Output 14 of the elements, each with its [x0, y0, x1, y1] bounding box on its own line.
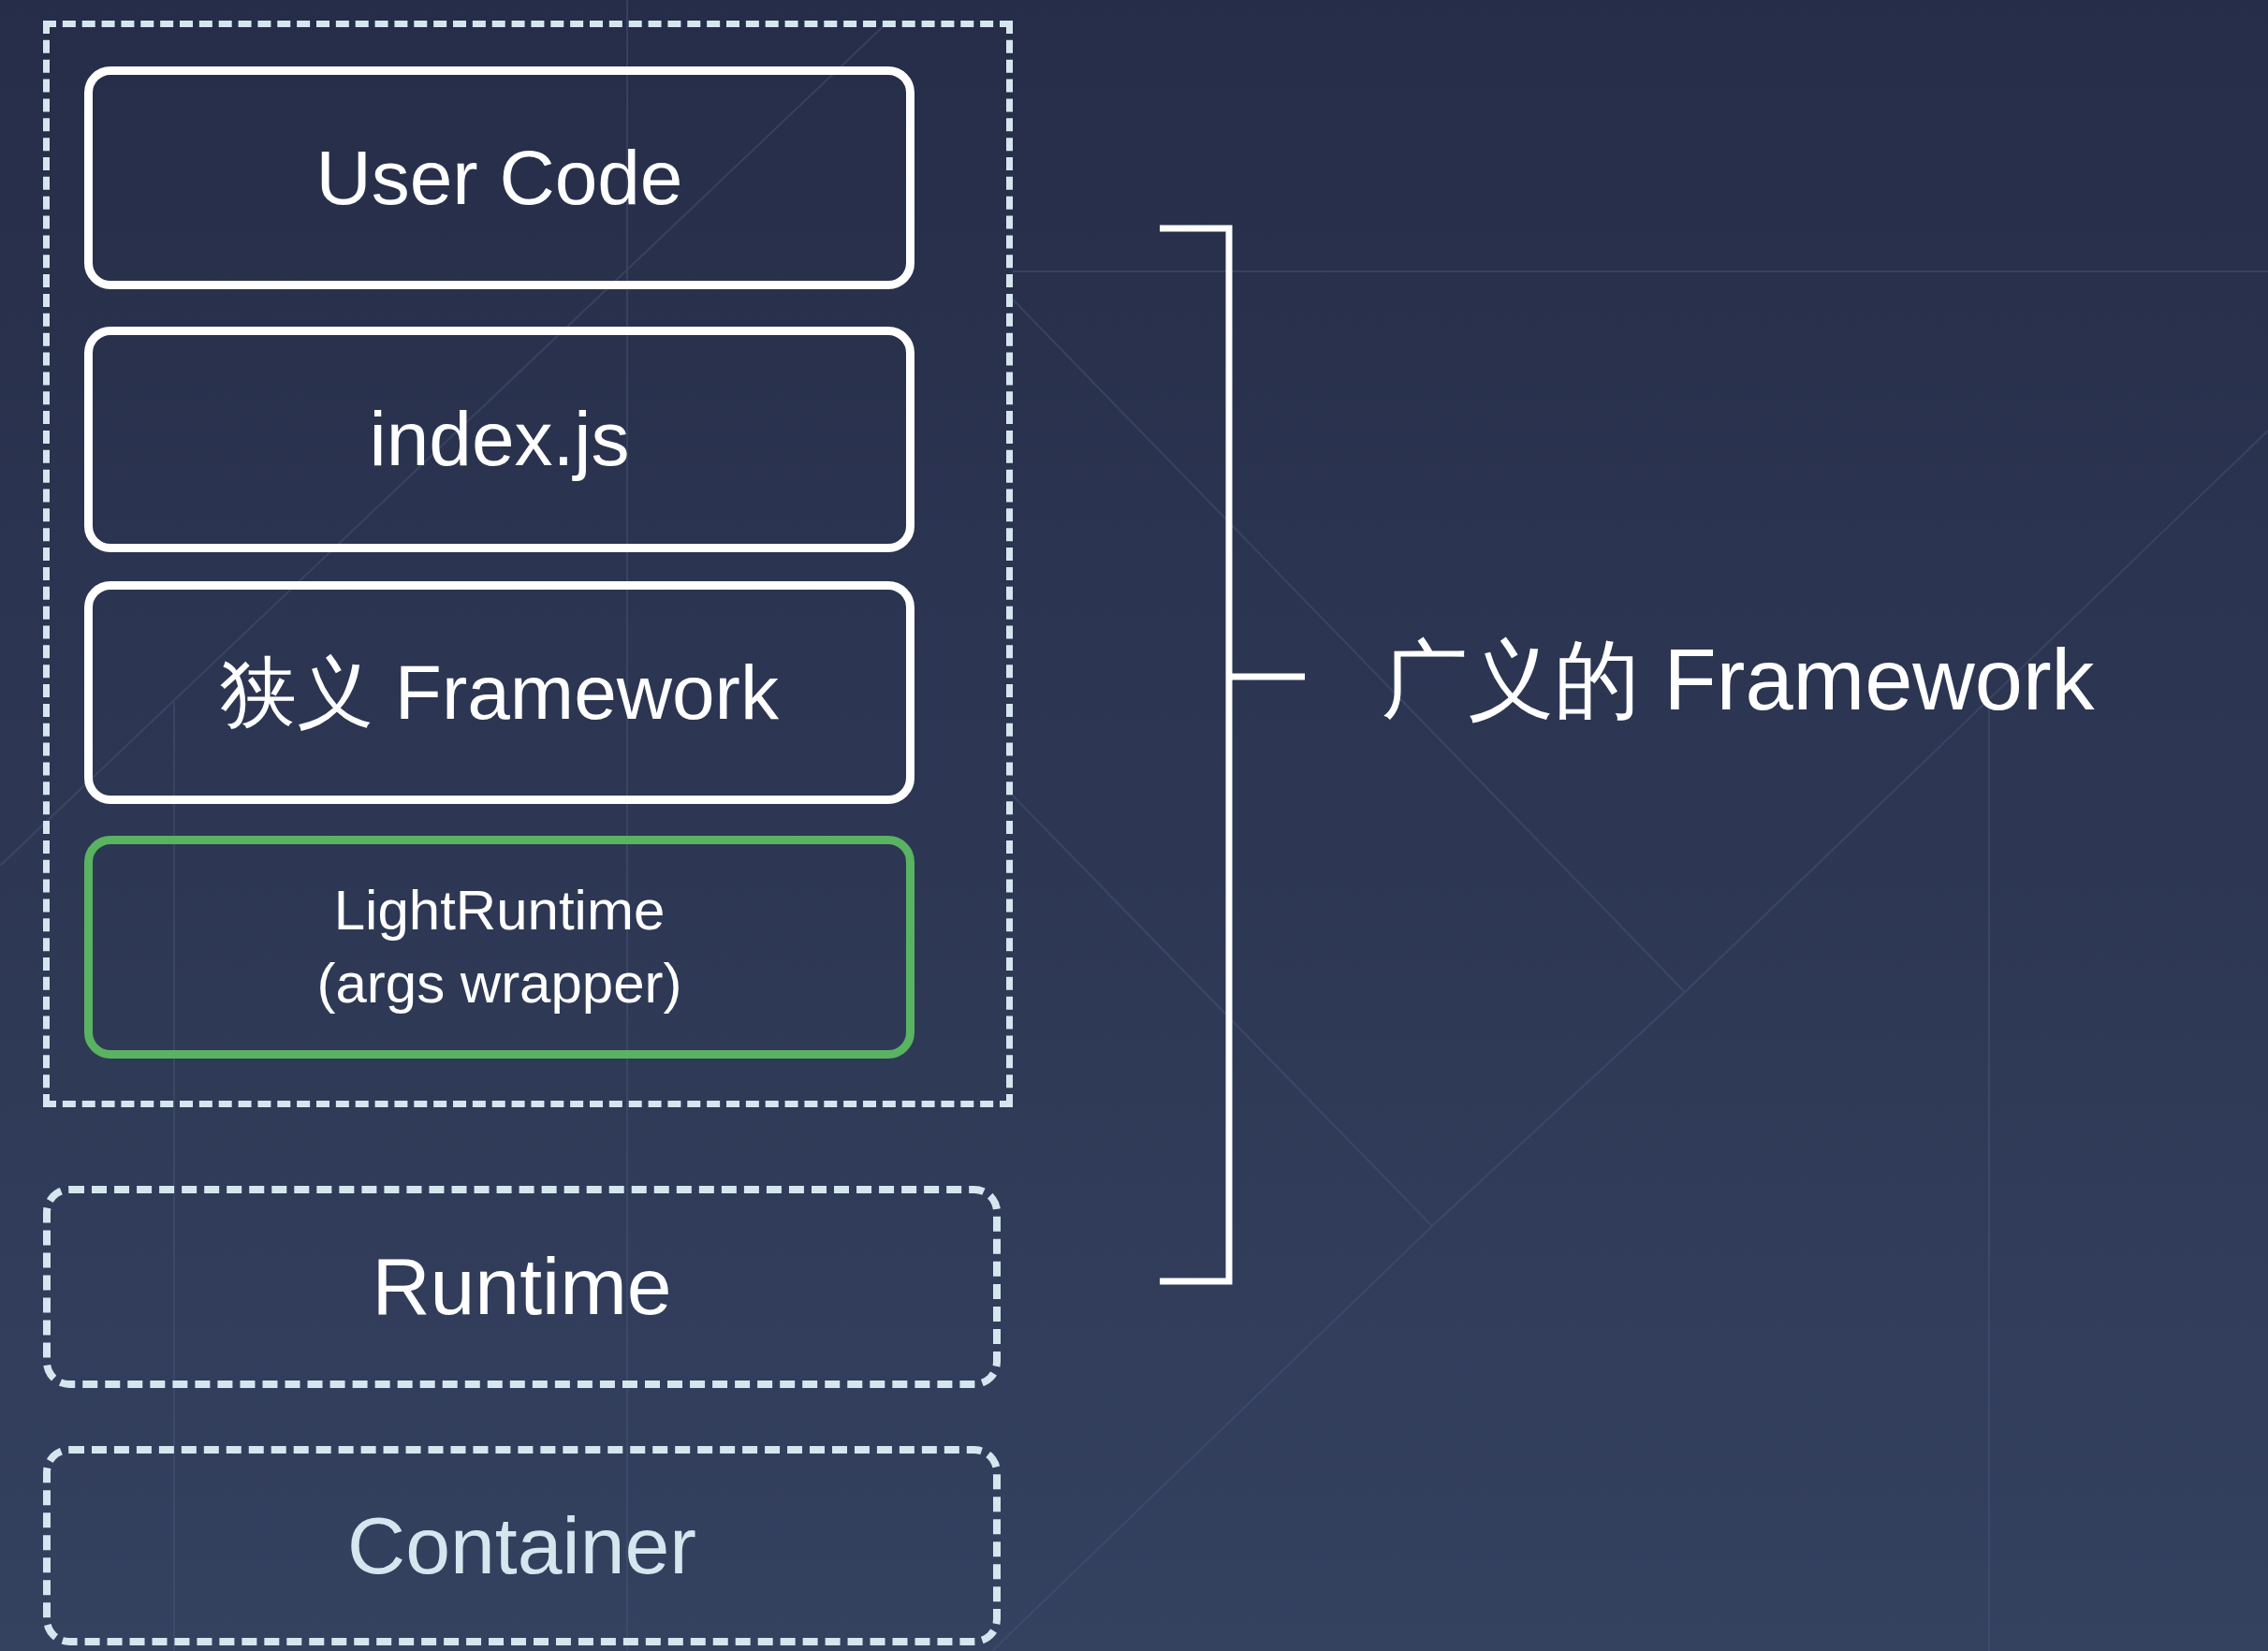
layer-box	[84, 327, 915, 552]
layer-label: User Code	[315, 133, 683, 222]
layer-box	[84, 581, 915, 804]
bracket-label: 广义的 Framework	[1382, 631, 2095, 729]
layer-box	[43, 1186, 1001, 1388]
layer-label: Container	[347, 1498, 696, 1592]
layer-label: 狭义 Framework	[220, 648, 779, 737]
layer-box	[84, 836, 915, 1059]
layer-label: index.js	[369, 395, 630, 484]
layer-box	[43, 1446, 1001, 1645]
layer-box	[84, 66, 915, 289]
group-frame	[43, 21, 1013, 1107]
layer-label: LightRuntime (args wrapper)	[315, 878, 683, 1016]
layer-label: Runtime	[372, 1240, 672, 1334]
